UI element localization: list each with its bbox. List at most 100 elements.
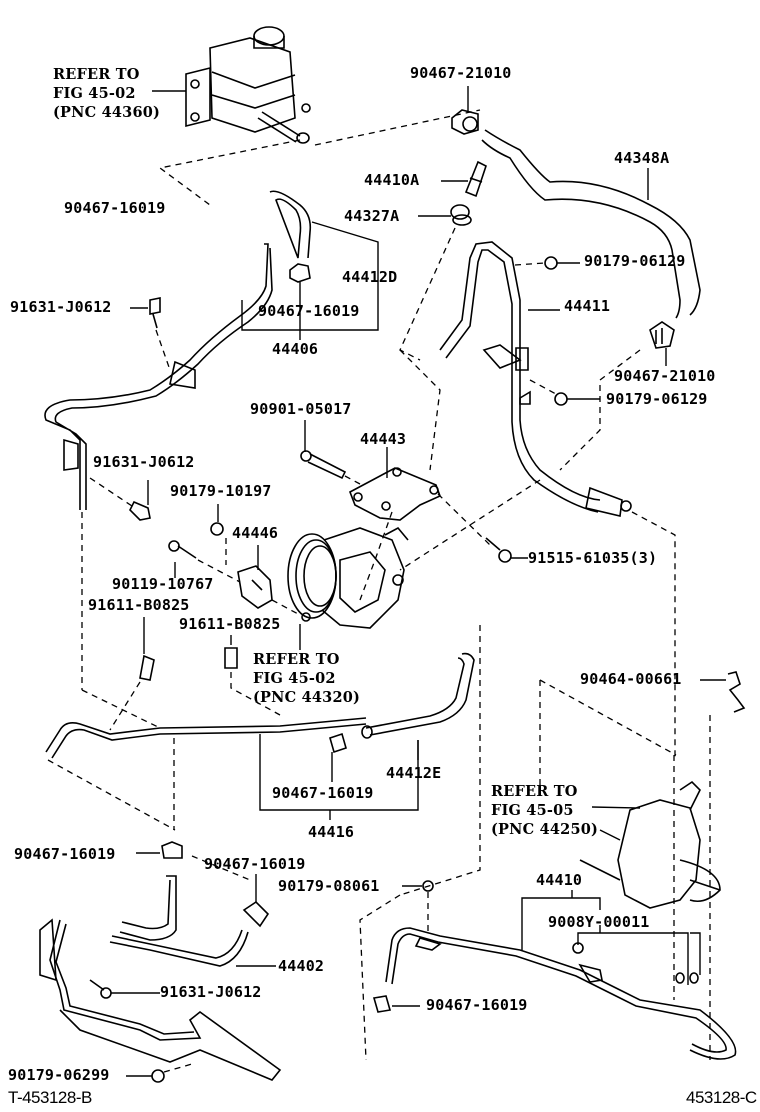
gasket bbox=[572, 942, 584, 954]
hose-clamp bbox=[372, 995, 392, 1013]
part-label[interactable]: 44410A bbox=[364, 171, 420, 189]
clamp-nut bbox=[554, 392, 568, 406]
dashed-guide bbox=[359, 511, 393, 601]
part-label[interactable]: 44410 bbox=[536, 871, 583, 889]
dashed-guide bbox=[89, 477, 136, 509]
bolt bbox=[224, 647, 238, 669]
dashed-guide bbox=[271, 599, 301, 616]
hose-clamp bbox=[329, 732, 347, 754]
refer-line1: REFER TO bbox=[53, 66, 140, 83]
tube-bracket bbox=[169, 360, 196, 389]
hose-clamp bbox=[649, 321, 675, 349]
part-label[interactable]: 90467-16019 bbox=[14, 845, 116, 863]
dashed-guide bbox=[529, 379, 557, 395]
pressure-tube bbox=[439, 241, 601, 513]
dashed-guide bbox=[539, 679, 677, 756]
union-fitting bbox=[464, 160, 487, 198]
tube-fitting bbox=[585, 486, 623, 517]
part-label[interactable]: 44348A bbox=[614, 149, 670, 167]
part-label[interactable]: 90179-10197 bbox=[170, 482, 272, 500]
hose bbox=[269, 190, 312, 259]
part-label[interactable]: 90179-06129 bbox=[584, 252, 686, 270]
clip bbox=[727, 671, 746, 713]
part-label[interactable]: 90179-08061 bbox=[278, 877, 380, 895]
dashed-guide bbox=[109, 681, 141, 731]
bolt bbox=[485, 537, 512, 563]
part-label[interactable]: 90467-16019 bbox=[204, 855, 306, 873]
tube-bracket bbox=[482, 344, 522, 369]
part-label[interactable]: 91631-J0612 bbox=[93, 453, 195, 471]
part-label[interactable]: 90179-06129 bbox=[606, 390, 708, 408]
refer-line3: (PNC 44250) bbox=[491, 821, 599, 838]
dashed-guide bbox=[158, 139, 301, 206]
part-label[interactable]: 90467-16019 bbox=[64, 199, 166, 217]
bolt bbox=[300, 450, 347, 480]
dashed-guide bbox=[344, 475, 361, 485]
refer-line2: FIG 45-05 bbox=[491, 802, 574, 819]
dashed-guide bbox=[47, 759, 176, 831]
nut bbox=[210, 522, 224, 536]
bracket-leader bbox=[241, 221, 379, 331]
bolt bbox=[168, 540, 197, 559]
part-label[interactable]: 90464-00661 bbox=[580, 670, 682, 688]
refer-line1: REFER TO bbox=[491, 783, 578, 800]
tube-bracket bbox=[63, 438, 79, 471]
dashed-guide bbox=[197, 559, 241, 583]
figure-id-left: T-453128-B bbox=[8, 1088, 92, 1107]
cooler-tube bbox=[49, 919, 282, 1081]
leader bbox=[690, 932, 701, 975]
part-label[interactable]: 44411 bbox=[564, 297, 611, 315]
part-label[interactable]: 44406 bbox=[272, 340, 319, 358]
refer-gear: REFER TO FIG 45-05 (PNC 44250) bbox=[491, 782, 598, 839]
part-label[interactable]: 44446 bbox=[232, 524, 279, 542]
bracket-leader bbox=[521, 897, 601, 950]
dashed-guide bbox=[81, 689, 161, 729]
dashed-guide bbox=[514, 262, 546, 266]
part-label[interactable]: 90901-05017 bbox=[250, 400, 352, 418]
part-label[interactable]: 91611-B0825 bbox=[88, 596, 190, 614]
refer-reservoir: REFER TO FIG 45-02 (PNC 44360) bbox=[53, 65, 160, 122]
part-label[interactable]: 90467-16019 bbox=[258, 302, 360, 320]
refer-line2: FIG 45-02 bbox=[53, 85, 136, 102]
refer-line1: REFER TO bbox=[253, 651, 340, 668]
hose-clamp bbox=[289, 263, 311, 283]
hose-assembly bbox=[119, 875, 177, 941]
part-label[interactable]: 90467-21010 bbox=[614, 367, 716, 385]
part-label[interactable]: 44412E bbox=[386, 764, 442, 782]
bolt bbox=[89, 979, 112, 999]
bolt bbox=[149, 297, 161, 329]
union-fitting bbox=[578, 963, 603, 983]
part-label[interactable]: 44416 bbox=[308, 823, 355, 841]
part-label[interactable]: 91631-J0612 bbox=[160, 983, 262, 1001]
bolt bbox=[129, 500, 151, 521]
bracket-leader bbox=[577, 932, 689, 985]
leader bbox=[599, 829, 621, 841]
nut bbox=[151, 1069, 165, 1083]
part-label[interactable]: 44327A bbox=[344, 207, 400, 225]
part-label[interactable]: 90179-06299 bbox=[8, 1066, 110, 1084]
dashed-guide bbox=[631, 511, 676, 760]
part-label[interactable]: 44443 bbox=[360, 430, 407, 448]
hose-clamp bbox=[242, 900, 270, 928]
gasket bbox=[675, 972, 685, 984]
pump-bracket bbox=[348, 467, 442, 521]
part-label[interactable]: 90119-10767 bbox=[112, 575, 214, 593]
part-label[interactable]: 44412D bbox=[342, 268, 398, 286]
bracket-leader bbox=[259, 734, 419, 811]
dashed-guide bbox=[399, 625, 481, 896]
gasket bbox=[450, 204, 472, 226]
refer-line3: (PNC 44360) bbox=[53, 104, 161, 121]
part-label[interactable]: 91515-61035(3) bbox=[528, 549, 658, 567]
adjusting-bracket bbox=[237, 565, 273, 609]
part-label[interactable]: 91631-J0612 bbox=[10, 298, 112, 316]
part-label[interactable]: 90467-16019 bbox=[272, 784, 374, 802]
dashed-guide bbox=[163, 1063, 193, 1073]
part-label[interactable]: 90467-16019 bbox=[426, 996, 528, 1014]
part-label[interactable]: 90467-21010 bbox=[410, 64, 512, 82]
part-label[interactable]: 91611-B0825 bbox=[179, 615, 281, 633]
part-label[interactable]: 44402 bbox=[278, 957, 325, 975]
dashed-guide bbox=[437, 493, 491, 546]
part-label[interactable]: 9008Y-00011 bbox=[548, 913, 650, 931]
